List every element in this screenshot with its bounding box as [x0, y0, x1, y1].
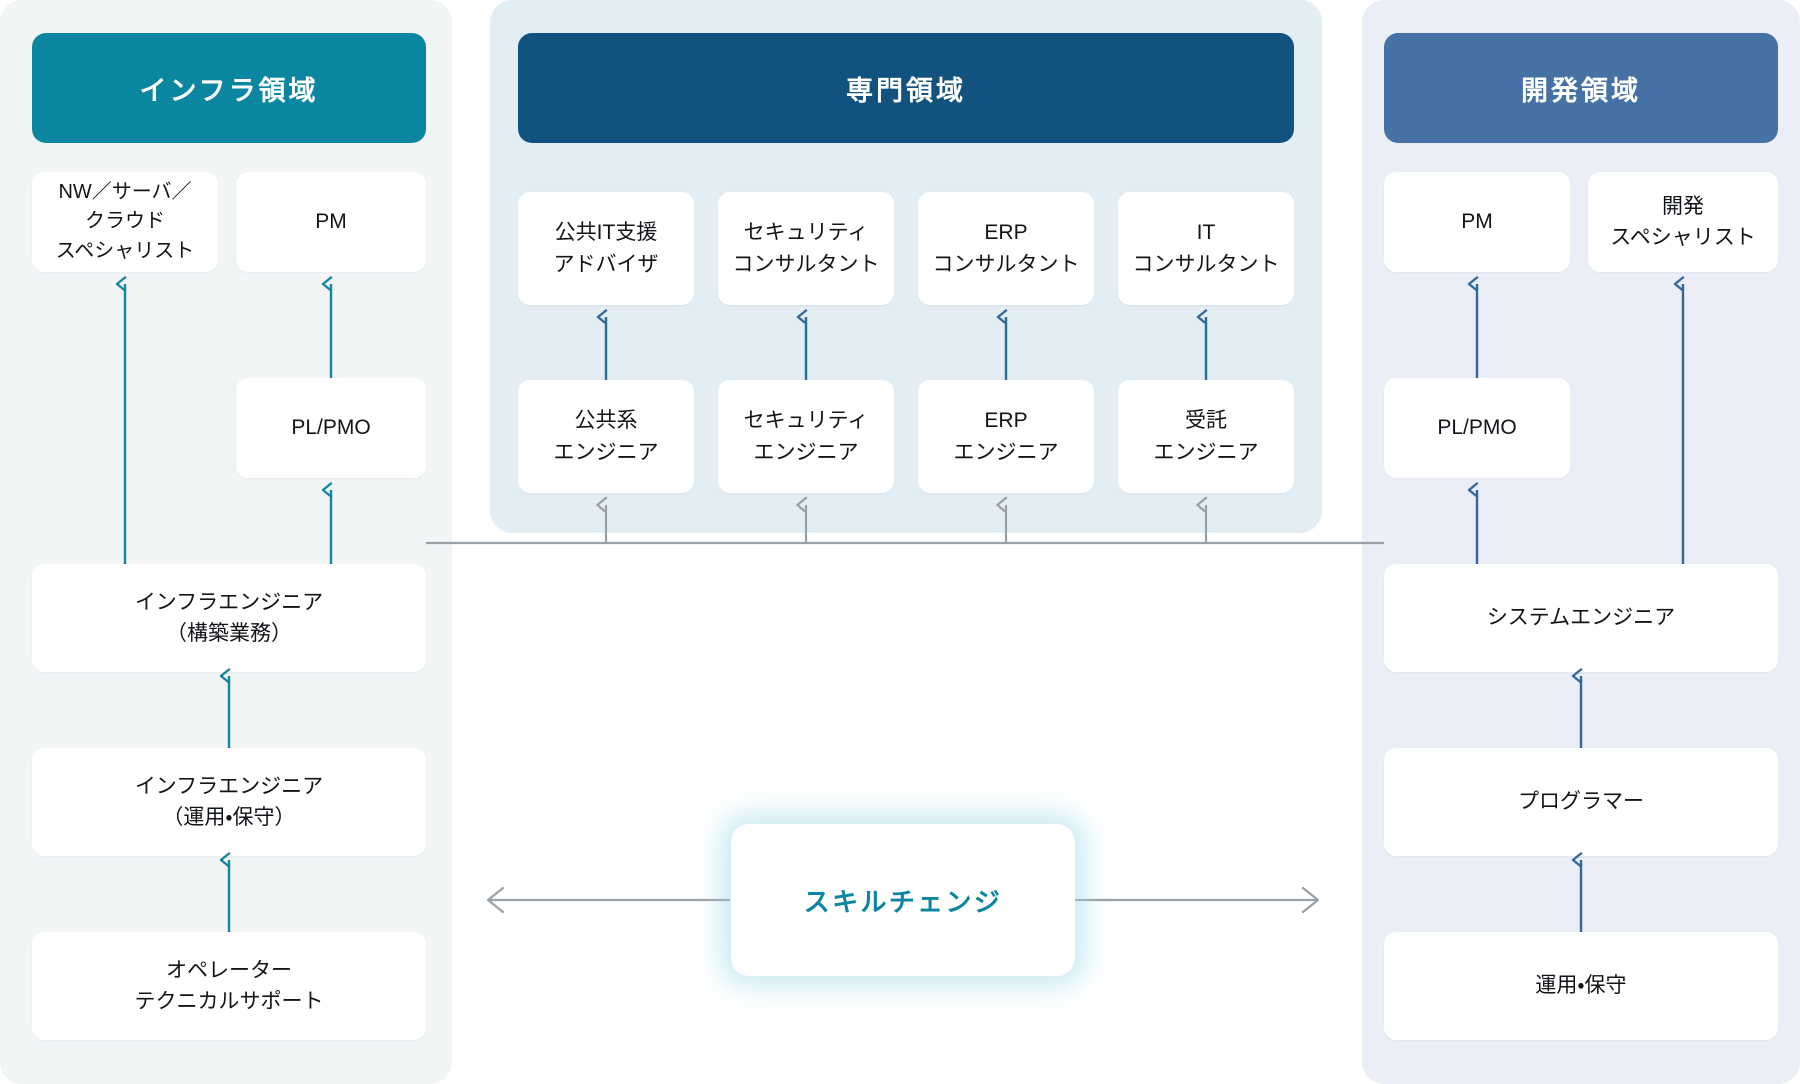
- node-line: ERP: [984, 221, 1028, 245]
- node-operator-technical-support[interactable]: オペレーター テクニカルサポート: [32, 932, 426, 1040]
- node-line: アドバイザ: [553, 252, 659, 276]
- node-line: プログラマー: [1518, 790, 1644, 814]
- node-line: インフラエンジニア: [134, 774, 324, 798]
- panel-infra-area: [0, 0, 452, 1084]
- node-line: 運用・保守: [1535, 974, 1627, 998]
- node-nw-server-cloud-specialist[interactable]: NW／サーバ／ クラウド スペシャリスト: [32, 172, 218, 272]
- node-line: 公共系: [574, 409, 638, 433]
- node-line: （運用・保守）: [162, 806, 296, 829]
- node-line: コンサルタント: [932, 252, 1080, 276]
- header-infra-label: インフラ領域: [139, 75, 319, 106]
- node-infra-pm[interactable]: PM: [236, 172, 426, 272]
- skill-change-badge[interactable]: スキルチェンジ: [731, 824, 1075, 976]
- header-development-label: 開発領域: [1521, 75, 1641, 106]
- node-contract-engineer[interactable]: 受託 エンジニア: [1118, 380, 1294, 493]
- node-line: テクニカルサポート: [134, 990, 324, 1013]
- node-line: コンサルタント: [1132, 252, 1280, 276]
- node-line: エンジニア: [553, 440, 659, 464]
- node-line: スペシャリスト: [1610, 226, 1756, 249]
- node-infra-engineer-build[interactable]: インフラエンジニア （構築業務）: [32, 564, 426, 672]
- node-line: コンサルタント: [732, 252, 880, 276]
- panel-development-area: [1362, 0, 1800, 1084]
- node-dev-pl-pmo[interactable]: PL/PMO: [1384, 378, 1570, 478]
- arrowhead-right-icon: [1301, 886, 1320, 914]
- node-line: エンジニア: [953, 440, 1059, 464]
- node-public-it-advisor[interactable]: 公共IT支援 アドバイザ: [518, 192, 694, 305]
- node-line: インフラエンジニア: [134, 590, 324, 614]
- node-line: 受託: [1185, 409, 1227, 433]
- node-line: IT: [1196, 221, 1216, 245]
- node-line: PL/PMO: [1437, 416, 1517, 440]
- node-line: クラウド: [85, 210, 165, 233]
- node-programmer[interactable]: プログラマー: [1384, 748, 1778, 856]
- node-line: システムエンジニア: [1486, 606, 1676, 630]
- node-line: エンジニア: [753, 440, 859, 464]
- skill-change-label: スキルチェンジ: [803, 886, 1003, 917]
- node-line: スペシャリスト: [55, 239, 195, 262]
- node-line: ERP: [984, 409, 1028, 433]
- node-line: セキュリティ: [743, 221, 869, 245]
- node-line: オペレーター: [166, 958, 292, 982]
- node-infra-pl-pmo[interactable]: PL/PMO: [236, 378, 426, 478]
- node-line: 公共IT支援: [554, 221, 658, 245]
- header-infra-area: インフラ領域: [32, 33, 426, 143]
- node-erp-engineer[interactable]: ERP エンジニア: [918, 380, 1094, 493]
- node-line: PM: [315, 210, 347, 234]
- header-development-area: 開発領域: [1384, 33, 1778, 143]
- arrowhead-left-icon: [486, 886, 505, 914]
- node-security-engineer[interactable]: セキュリティ エンジニア: [718, 380, 894, 493]
- node-operation-maintenance[interactable]: 運用・保守: [1384, 932, 1778, 1040]
- node-erp-consultant[interactable]: ERP コンサルタント: [918, 192, 1094, 305]
- node-public-engineer[interactable]: 公共系 エンジニア: [518, 380, 694, 493]
- node-line: PM: [1461, 210, 1493, 234]
- node-it-consultant[interactable]: IT コンサルタント: [1118, 192, 1294, 305]
- header-specialty-label: 専門領域: [846, 75, 966, 106]
- node-development-specialist[interactable]: 開発 スペシャリスト: [1588, 172, 1778, 272]
- node-line: （構築業務）: [166, 622, 292, 645]
- node-security-consultant[interactable]: セキュリティ コンサルタント: [718, 192, 894, 305]
- node-line: NW／サーバ／: [58, 180, 192, 203]
- node-line: セキュリティ: [743, 409, 869, 433]
- node-line: 開発: [1662, 194, 1704, 218]
- header-specialty-area: 専門領域: [518, 33, 1294, 143]
- node-dev-pm[interactable]: PM: [1384, 172, 1570, 272]
- node-line: PL/PMO: [291, 416, 371, 440]
- node-infra-engineer-ops[interactable]: インフラエンジニア （運用・保守）: [32, 748, 426, 856]
- node-system-engineer[interactable]: システムエンジニア: [1384, 564, 1778, 672]
- node-line: エンジニア: [1153, 440, 1259, 464]
